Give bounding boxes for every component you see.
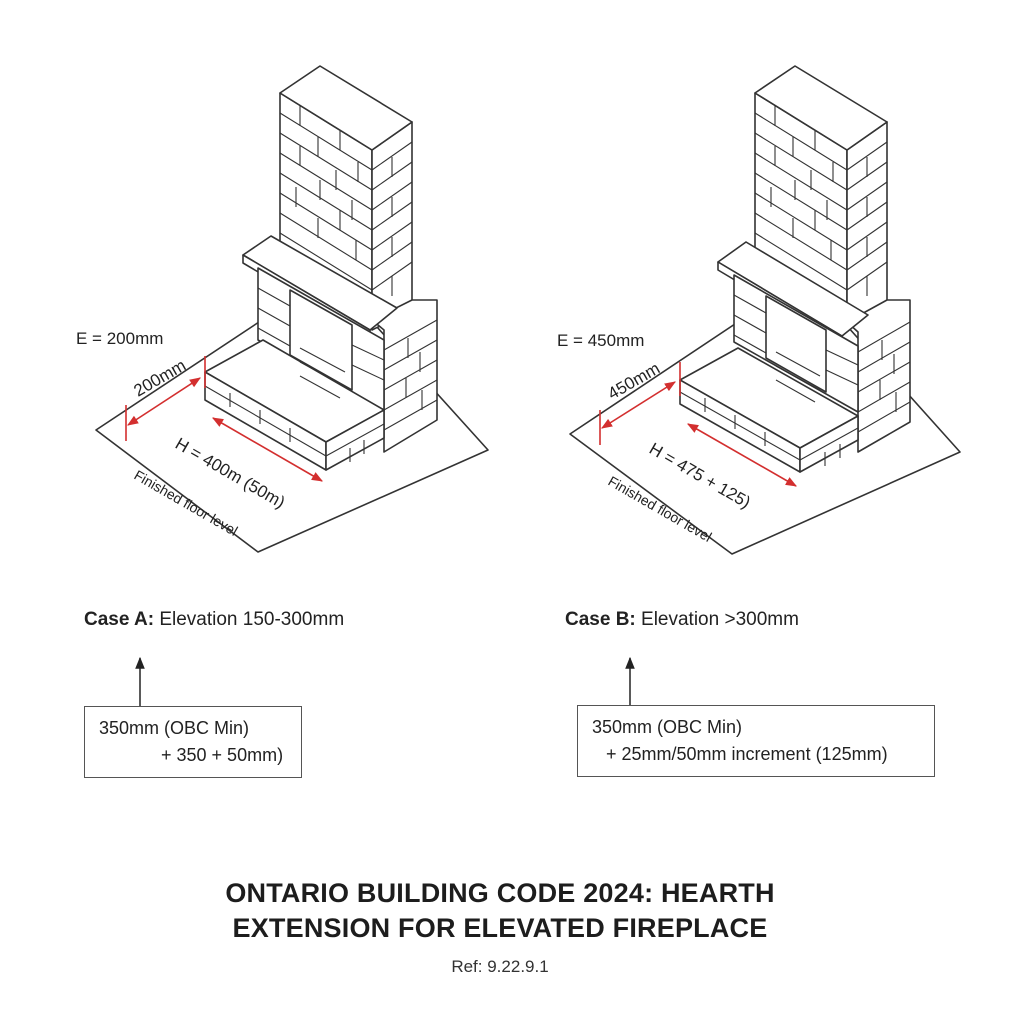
case-b-caption-text: Elevation >300mm (635, 609, 799, 630)
page-title-line2: EXTENSION FOR ELEVATED FIREPLACE (232, 913, 768, 943)
case-b-caption: Case B: Elevation >300mm (565, 609, 799, 631)
reference-label: Ref: 9.22.9.1 (451, 957, 549, 976)
e-label-b: E = 450mm (557, 331, 644, 350)
case-b-note-line2: + 25mm/50mm increment (125mm) (606, 744, 888, 764)
case-b-note-box: 350mm (OBC Min) + 25mm/50mm increment (1… (577, 705, 935, 777)
depth-dimension-b (601, 381, 676, 429)
case-a-caption-bold: Case A: (84, 609, 155, 630)
height-dimension-b (687, 423, 797, 487)
case-a-note-line1: 350mm (OBC Min) (99, 718, 250, 738)
dimension-lines-a (125, 356, 323, 482)
case-a-note-line2: + 350 + 50mm) (161, 745, 284, 765)
case-a-caption: Case A: Elevation 150-300mm (84, 609, 344, 631)
page-title-line1: ONTARIO BUILDING CODE 2024: HEARTH (225, 878, 775, 908)
case-a-note-box: 350mm (OBC Min) + 350 + 50mm) (84, 706, 302, 778)
fireplace-b-illustration (569, 65, 961, 555)
case-a-caption-text: Elevation 150-300mm (154, 609, 345, 630)
e-label-a: E = 200mm (76, 329, 163, 348)
depth-dimension-a (127, 377, 201, 426)
case-b-caption-bold: Case B: (565, 609, 636, 630)
dimension-lines-b (599, 362, 797, 487)
case-b-note-line1: 350mm (OBC Min) (592, 717, 743, 737)
height-dimension-a (212, 417, 323, 482)
fireplace-a-illustration (95, 65, 489, 553)
